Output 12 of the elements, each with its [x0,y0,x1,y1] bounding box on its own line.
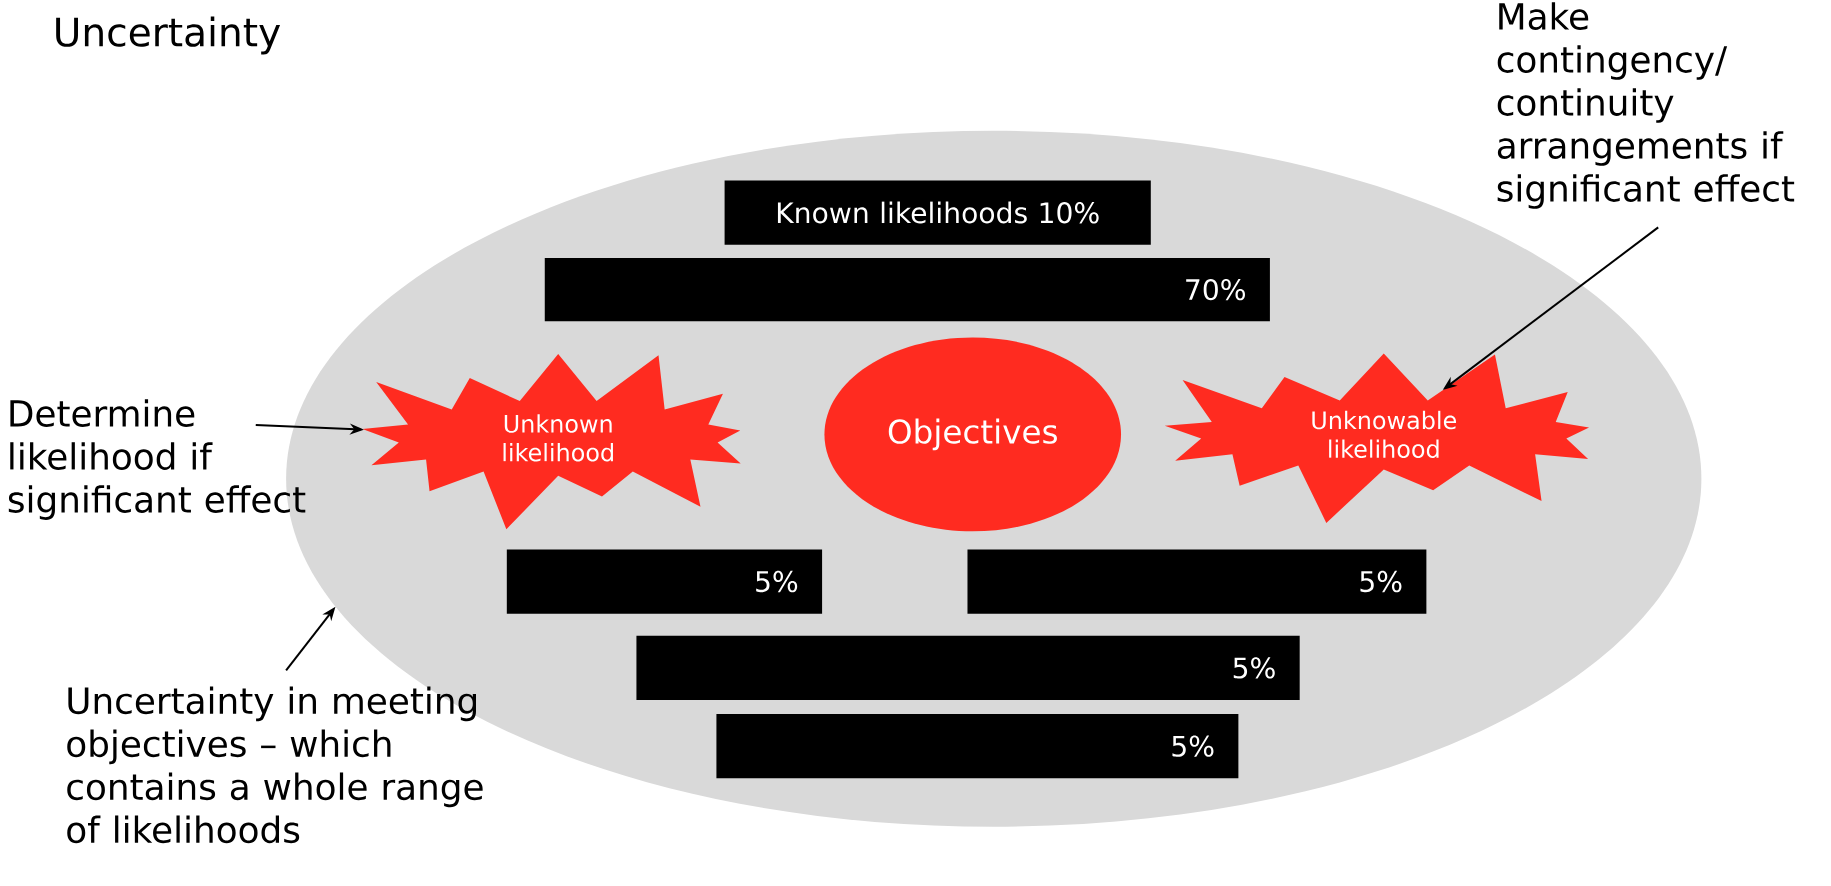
likelihood-bar: 5% [967,549,1427,614]
title: Uncertainty [56,16,281,55]
starburst: Unknowable likelihood [1164,353,1590,523]
note-text: Make contingency/ continuity arrangements if significant effect [1497,2,1795,209]
likelihood-bar: Known likelihoods 10% [724,180,1151,245]
likelihood-bar: 5% [506,549,823,614]
note-text: Determine likelihood if significant effect [8,399,306,520]
likelihood-bar: 70% [544,258,1270,322]
note-text: Uncertainty in meeting objectives – which contains a whole range of likelihoods [67,686,483,844]
starburst: Unknown likelihood [362,354,741,530]
likelihood-bar: 5% [716,714,1239,779]
likelihood-bar: 5% [636,635,1300,701]
